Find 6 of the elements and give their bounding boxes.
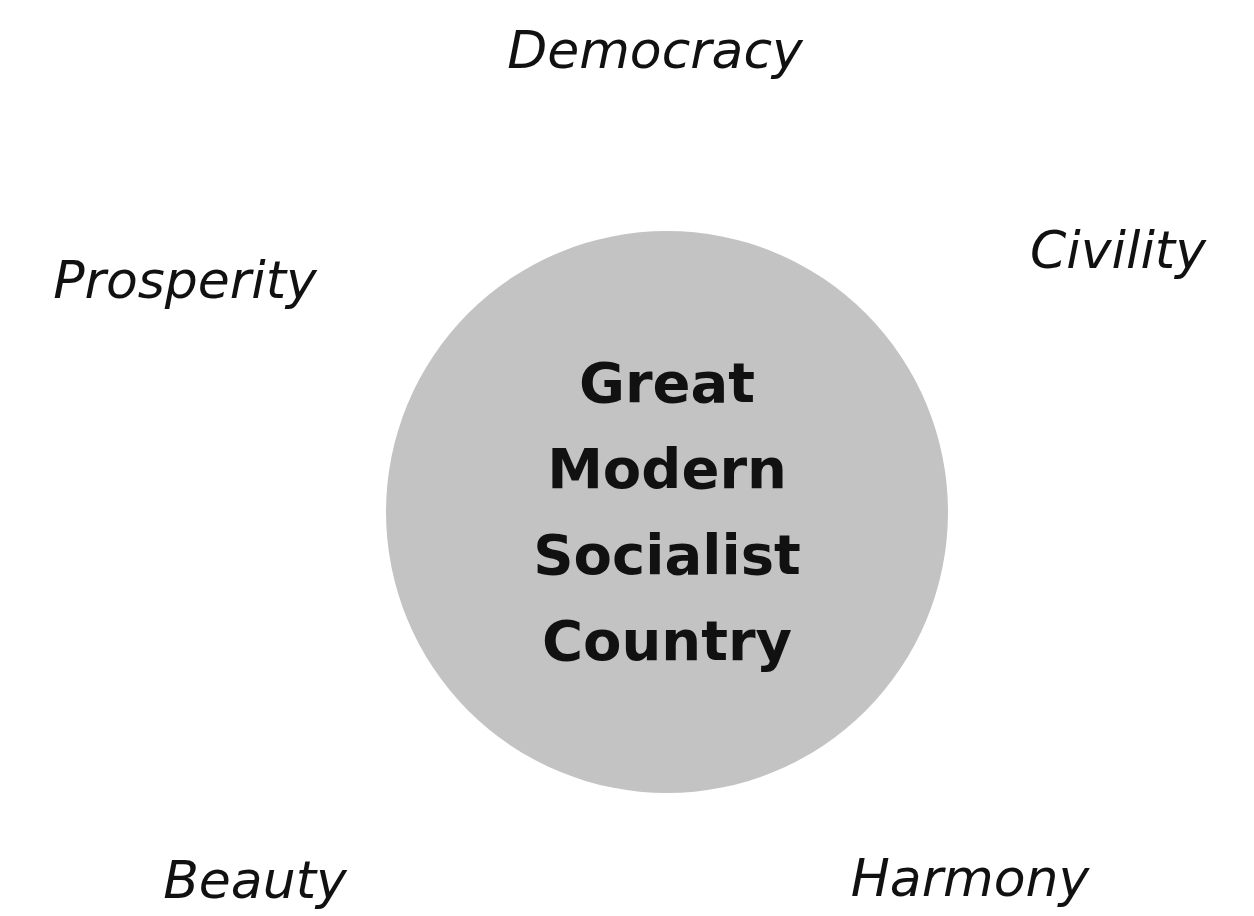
value-label: Civility [1030, 220, 1206, 280]
value-label: Prosperity [53, 250, 317, 310]
value-label: Democracy [507, 20, 803, 80]
value-label: Harmony [850, 848, 1090, 908]
value-label: Beauty [163, 850, 347, 910]
node-text: Great Modern Socialist Country [532, 349, 802, 675]
